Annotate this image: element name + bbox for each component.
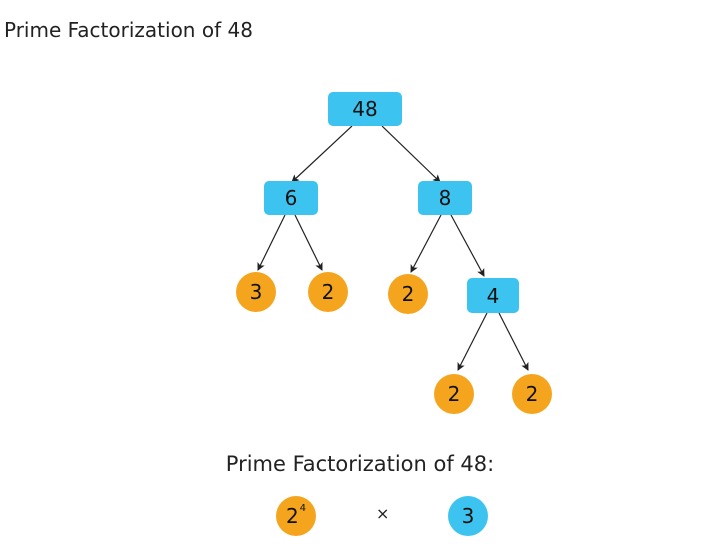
node-3-label: 3 — [249, 280, 263, 304]
result-exponent: 4 — [299, 502, 307, 514]
edge-48-to-6 — [291, 125, 353, 183]
node-8: 8 — [418, 181, 472, 215]
edge-8-to-2 — [410, 214, 442, 273]
node-3: 3 — [236, 272, 276, 312]
edge-4-to-2-right — [498, 312, 529, 371]
node-8-label: 8 — [438, 186, 452, 210]
edge-6-to-2 — [294, 214, 323, 271]
page-title: Prime Factorization of 48 — [4, 18, 253, 42]
node-2a: 2 — [308, 272, 348, 312]
result-base: 2 — [285, 504, 299, 528]
edge-6-to-3 — [257, 214, 286, 271]
node-2c-label: 2 — [447, 382, 461, 406]
node-6: 6 — [264, 181, 318, 215]
node-48-label: 48 — [352, 97, 378, 121]
result-title: Prime Factorization of 48: — [225, 452, 495, 476]
node-2b-label: 2 — [401, 282, 415, 306]
edge-4-to-2-left — [457, 312, 488, 371]
multiply-sign: × — [376, 504, 390, 523]
node-2b: 2 — [388, 274, 428, 314]
node-4-label: 4 — [486, 283, 500, 308]
edge-8-to-4 — [450, 214, 485, 277]
node-48: 48 — [328, 92, 402, 126]
node-2c: 2 — [434, 374, 474, 414]
result-factor-three: 3 — [448, 496, 488, 536]
node-2a-label: 2 — [321, 280, 335, 304]
node-4: 4 — [467, 278, 519, 313]
node-2d: 2 — [512, 374, 552, 414]
edge-48-to-8 — [381, 125, 441, 183]
node-6-label: 6 — [284, 186, 298, 210]
node-2d-label: 2 — [525, 382, 539, 406]
result-factor-label: 3 — [461, 504, 475, 528]
